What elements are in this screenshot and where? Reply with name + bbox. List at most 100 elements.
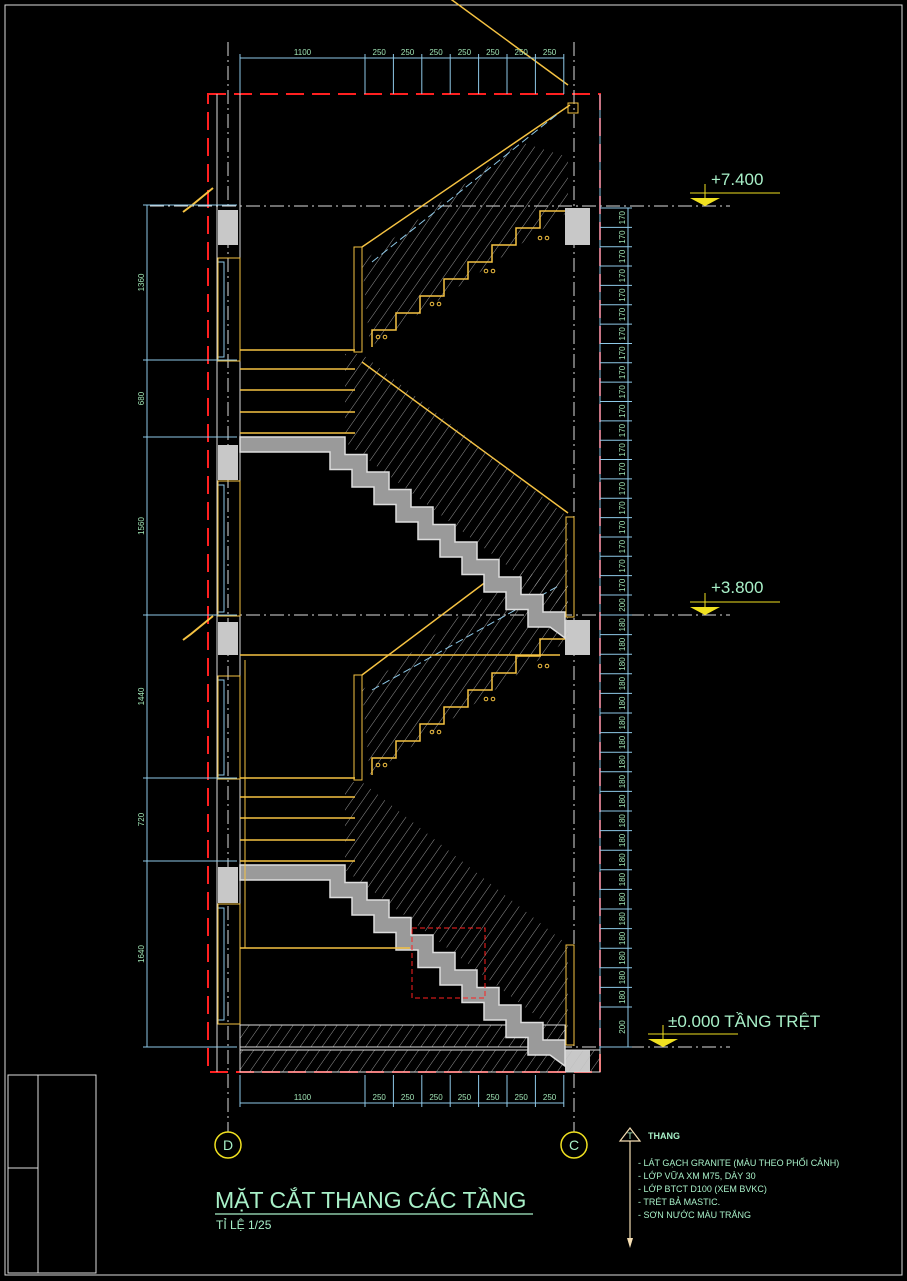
dimension-label: 250 — [429, 48, 443, 57]
railing-post — [565, 516, 575, 618]
slab-line — [361, 104, 571, 248]
grid-label: D — [223, 1137, 233, 1153]
dimension-label: 680 — [137, 391, 146, 405]
nosing-dot — [436, 729, 442, 735]
ground-slab — [239, 1049, 601, 1073]
dimension-label: 200 — [618, 598, 627, 612]
dimension-label: 250 — [458, 1093, 472, 1102]
dimension-label: 1440 — [137, 687, 146, 705]
dimension-label: 1360 — [137, 273, 146, 291]
drawing-scale: TỈ LỆ 1/25 — [216, 1217, 272, 1232]
window-frame — [217, 484, 225, 613]
arrow-down-icon — [627, 1238, 633, 1248]
dimension-label: 170 — [618, 443, 627, 457]
nosing-dot — [483, 696, 489, 702]
dimension-label: 250 — [543, 48, 557, 57]
legend-item: - LÁT GẠCH GRANITE (MÀU THEO PHỐI CẢNH) — [638, 1157, 839, 1168]
dimension-label: 720 — [137, 812, 146, 826]
handrail-bracket — [182, 615, 214, 641]
level-label: +3.800 — [711, 578, 763, 597]
legend-item: - TRÉT BẢ MASTIC. — [638, 1196, 720, 1207]
dimension-label: 180 — [618, 657, 627, 671]
dimension-label: 180 — [618, 970, 627, 984]
dimension-label: 170 — [618, 520, 627, 534]
handrail-bracket — [182, 187, 214, 213]
window-frame — [217, 480, 241, 617]
nosing-dot — [544, 663, 550, 669]
dimension-label: 180 — [618, 912, 627, 926]
dimension-label: 180 — [618, 990, 627, 1004]
window-frame — [217, 257, 241, 362]
beam-section — [218, 622, 238, 655]
dimension-label: 250 — [515, 48, 529, 57]
drawing-title: MẶT CẮT THANG CÁC TẦNG — [215, 1186, 526, 1213]
dimension-label: 170 — [618, 269, 627, 283]
dimension-label: 250 — [543, 1093, 557, 1102]
dimension-label: 170 — [618, 462, 627, 476]
grid-label: C — [569, 1137, 579, 1153]
stair-floor-upper — [182, 0, 575, 640]
railing-post — [565, 944, 575, 1046]
stair-floor-lower — [182, 361, 575, 1068]
level-label: ±0.000 TẦNG TRỆT — [668, 1012, 820, 1031]
dimension-label: 170 — [618, 365, 627, 379]
dimension-label: 170 — [618, 230, 627, 244]
nosing-dot — [375, 762, 381, 768]
nosing-dot — [382, 762, 388, 768]
dimension-label: 250 — [458, 48, 472, 57]
dimension-label: 170 — [618, 539, 627, 553]
slab-line — [361, 574, 496, 676]
window-frame — [217, 679, 225, 776]
dimension-label: 180 — [618, 951, 627, 965]
window-frame — [217, 675, 241, 780]
dimension-label: 250 — [429, 1093, 443, 1102]
dimension-label: 180 — [618, 676, 627, 690]
dimension-label: 180 — [618, 696, 627, 710]
nosing-dot — [537, 235, 543, 241]
legend-item: - LỚP BTCT D100 (XEM BVKC) — [638, 1184, 767, 1194]
stair-flight-concrete — [239, 864, 566, 1068]
slab-centerline — [371, 111, 561, 263]
detail-callout-box — [411, 927, 486, 999]
dimension-label: 250 — [486, 1093, 500, 1102]
level-label: +7.400 — [711, 170, 763, 189]
dimension-label: 180 — [618, 833, 627, 847]
dimension-label: 180 — [618, 755, 627, 769]
beam-section — [218, 867, 238, 903]
railing-post — [353, 674, 363, 781]
dimension-label: 250 — [401, 48, 415, 57]
dimension-label: 200 — [618, 1020, 627, 1034]
dimension-label: 180 — [618, 794, 627, 808]
dimension-label: 250 — [401, 1093, 415, 1102]
dimension-label: 170 — [618, 481, 627, 495]
dimension-label: 170 — [618, 501, 627, 515]
flight-hatch — [362, 570, 568, 775]
beam-section — [218, 210, 238, 245]
dimension-label: 170 — [618, 288, 627, 302]
dimension-label: 1560 — [137, 517, 146, 535]
dimension-label: 250 — [373, 1093, 387, 1102]
slab-line — [450, 0, 569, 86]
grid-bubble-c: C — [560, 1131, 588, 1159]
window-frame — [217, 907, 225, 1021]
dimension-label: 170 — [618, 559, 627, 573]
flight-hatch — [345, 354, 568, 612]
level-marker-3800: +3.800 — [711, 578, 763, 597]
nosing-dot — [382, 334, 388, 340]
legend: T THANG - LÁT GẠCH GRANITE (MÀU THEO PHỐ… — [618, 1127, 839, 1248]
nosing-dot — [537, 663, 543, 669]
dimension-label: 170 — [618, 249, 627, 263]
dimension-label: 180 — [618, 716, 627, 730]
window-frame — [217, 261, 225, 358]
legend-marker: T — [627, 1131, 633, 1141]
dimension-label: 170 — [618, 578, 627, 592]
dimension-label: 250 — [373, 48, 387, 57]
nosing-dot — [429, 301, 435, 307]
legend-heading: THANG — [648, 1131, 680, 1141]
beam-section — [565, 208, 590, 245]
dimension-label: 180 — [618, 872, 627, 886]
window-frame — [217, 903, 241, 1025]
title-block — [7, 1074, 97, 1274]
flight-hatch — [345, 782, 568, 1040]
